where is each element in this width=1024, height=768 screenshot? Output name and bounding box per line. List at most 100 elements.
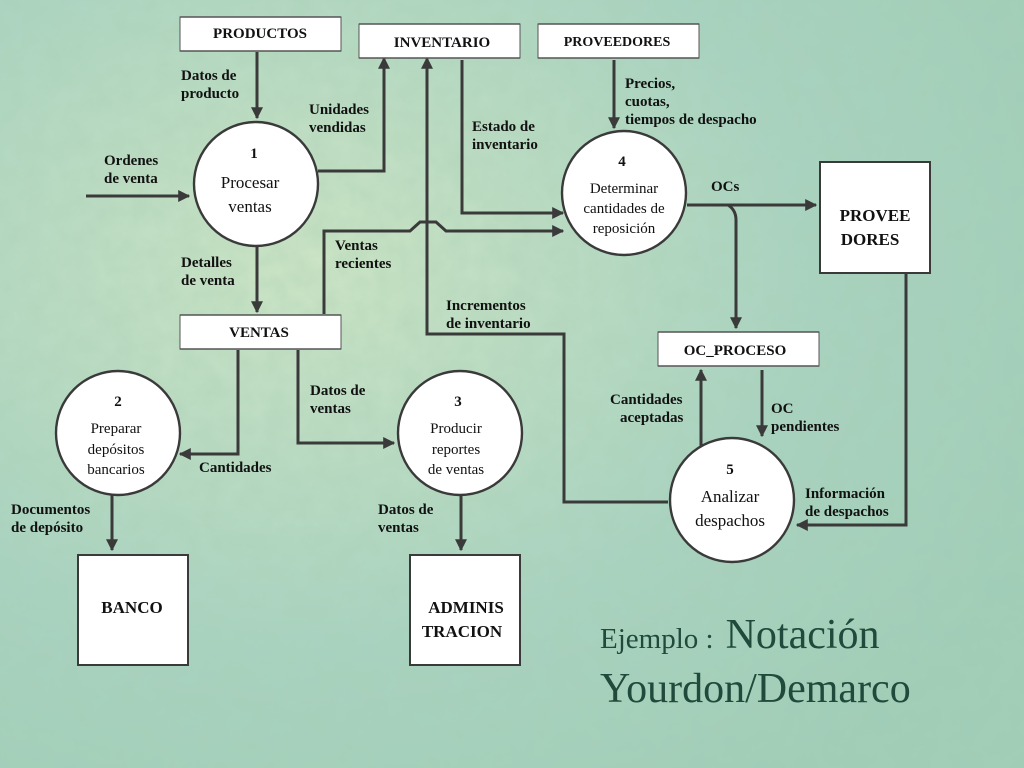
label-ventas-recientes: Ventas recientes	[335, 238, 392, 272]
svg-text:de venta: de venta	[181, 273, 235, 289]
entity-label-line: ADMINIS	[428, 598, 504, 617]
process-label-line: Preparar	[91, 421, 142, 437]
process-4-determinar-cantidades[interactable]: 4 Determinar cantidades de reposición	[560, 129, 688, 257]
svg-text:tiempos de despacho: tiempos de despacho	[625, 112, 757, 128]
process-label-line: de ventas	[428, 462, 484, 478]
process-label-line: reposición	[593, 221, 656, 237]
flow-estado-inventario	[460, 60, 565, 219]
svg-text:Ventas: Ventas	[335, 238, 378, 254]
svg-text:Datos de: Datos de	[378, 502, 434, 518]
process-label-line: ventas	[228, 197, 271, 216]
svg-text:Precios,: Precios,	[625, 76, 675, 92]
process-label-line: Procesar	[221, 173, 280, 192]
entity-label-line: PROVEE	[840, 206, 911, 225]
process-label-line: Producir	[430, 421, 482, 437]
label-detalles-venta: Detalles de venta	[181, 255, 235, 289]
label-oc-pendientes: OC pendientes	[771, 401, 840, 435]
process-5-analizar-despachos[interactable]: 5 Analizar despachos	[668, 436, 796, 564]
title-prefix: Ejemplo :	[600, 623, 714, 655]
store-label: PROVEEDORES	[564, 35, 671, 50]
process-2-preparar-depositos[interactable]: 2 Preparar depósitos bancarios	[54, 369, 182, 497]
entity-label-line: BANCO	[101, 598, 162, 617]
process-label-line: reportes	[432, 442, 480, 458]
process-label-line: Determinar	[590, 181, 658, 197]
entity-administracion[interactable]: ADMINIS TRACION	[409, 554, 521, 666]
svg-text:Estado de: Estado de	[472, 119, 535, 135]
entity-proveedores[interactable]: PROVEE DORES	[819, 161, 931, 274]
svg-text:aceptadas: aceptadas	[620, 410, 683, 426]
process-1-procesar-ventas[interactable]: 1 Procesar ventas	[192, 120, 320, 248]
title-emphasis: Notación	[726, 612, 880, 658]
data-store-inventario[interactable]: INVENTARIO	[358, 23, 521, 59]
data-store-proveedores[interactable]: PROVEEDORES	[537, 23, 700, 59]
process-label-line: bancarios	[87, 462, 145, 478]
svg-text:Datos de: Datos de	[310, 383, 366, 399]
flow-informacion-despachos	[795, 274, 908, 531]
flow-ocs-oc-proceso	[727, 203, 742, 330]
label-documentos-deposito: Documentos de depósito	[11, 502, 90, 536]
flow-lines	[86, 52, 908, 552]
flow-incrementos-inventario	[421, 56, 668, 504]
label-unidades-vendidas: Unidades vendidas	[309, 102, 369, 136]
data-store-oc-proceso[interactable]: OC_PROCESO	[657, 331, 820, 367]
svg-text:pendientes: pendientes	[771, 419, 840, 435]
entity-banco[interactable]: BANCO	[77, 554, 189, 666]
process-number: 4	[618, 154, 626, 170]
process-number: 5	[726, 462, 734, 478]
svg-text:OCs: OCs	[711, 179, 740, 195]
svg-text:cuotas,: cuotas,	[625, 94, 670, 110]
svg-text:Cantidades: Cantidades	[610, 392, 683, 408]
process-label-line: depósitos	[88, 442, 145, 458]
slide-title: Ejemplo : Notación Yourdon/Demarco	[600, 612, 911, 712]
svg-text:de depósito: de depósito	[11, 520, 83, 536]
svg-text:ventas: ventas	[310, 401, 351, 417]
process-number: 3	[454, 394, 462, 410]
label-estado-inventario: Estado de inventario	[472, 119, 538, 153]
flow-cantidades	[178, 350, 240, 460]
svg-text:OC: OC	[771, 401, 794, 417]
flow-datos-ventas-1	[296, 350, 396, 449]
label-incrementos-inventario: Incrementos de inventario	[446, 298, 531, 332]
process-number: 1	[250, 146, 258, 162]
entity-label-line: TRACION	[422, 622, 503, 641]
svg-text:vendidas: vendidas	[309, 120, 366, 136]
svg-text:de venta: de venta	[104, 171, 158, 187]
svg-text:de inventario: de inventario	[446, 316, 531, 332]
svg-text:Incrementos: Incrementos	[446, 298, 526, 314]
svg-text:ventas: ventas	[378, 520, 419, 536]
process-label-line: despachos	[695, 511, 765, 530]
store-label: INVENTARIO	[394, 35, 490, 51]
flow-labels: Datos de producto Ordenes de venta Unida…	[11, 68, 889, 536]
svg-text:Documentos: Documentos	[11, 502, 90, 518]
process-3-producir-reportes[interactable]: 3 Producir reportes de ventas	[396, 369, 524, 497]
flow-unidades-vendidas	[318, 56, 390, 173]
store-label: VENTAS	[229, 325, 289, 341]
svg-text:Datos de: Datos de	[181, 68, 237, 84]
svg-text:de despachos: de despachos	[805, 504, 889, 520]
title-line-1: Ejemplo : Notación	[600, 612, 880, 658]
label-datos-ventas-1: Datos de ventas	[310, 383, 366, 417]
title-line-2: Yourdon/Demarco	[600, 666, 911, 712]
svg-text:Cantidades: Cantidades	[199, 460, 272, 476]
data-store-productos[interactable]: PRODUCTOS	[179, 16, 342, 52]
label-cantidades: Cantidades	[199, 460, 272, 476]
label-cantidades-aceptadas: Cantidades aceptadas	[610, 392, 683, 426]
svg-text:Ordenes: Ordenes	[104, 153, 158, 169]
process-label-line: Analizar	[701, 487, 760, 506]
data-store-ventas[interactable]: VENTAS	[179, 314, 342, 350]
label-ocs: OCs	[711, 179, 740, 195]
svg-text:Unidades: Unidades	[309, 102, 369, 118]
svg-text:producto: producto	[181, 86, 239, 102]
label-ordenes-venta: Ordenes de venta	[104, 153, 158, 187]
label-datos-ventas-2: Datos de ventas	[378, 502, 434, 536]
svg-text:Información: Información	[805, 486, 886, 502]
svg-text:inventario: inventario	[472, 137, 538, 153]
label-informacion-despachos: Información de despachos	[805, 486, 889, 520]
entity-label-line: DORES	[841, 230, 900, 249]
svg-text:Detalles: Detalles	[181, 255, 232, 271]
process-number: 2	[114, 394, 122, 410]
process-label-line: cantidades de	[583, 201, 665, 217]
label-precios-cuotas: Precios, cuotas, tiempos de despacho	[625, 76, 757, 128]
flow-ventas-recientes	[322, 220, 565, 314]
